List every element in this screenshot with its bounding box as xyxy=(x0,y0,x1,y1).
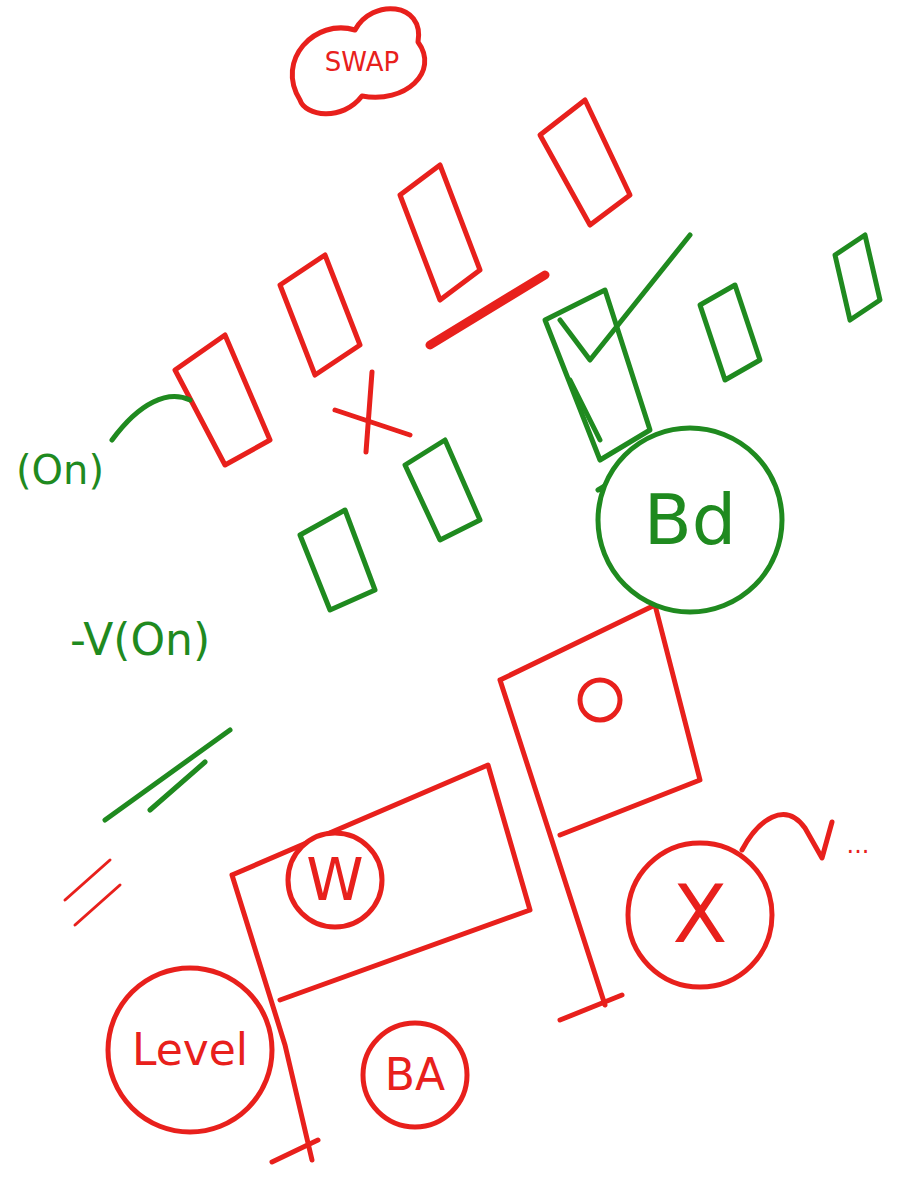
circle-node: Level xyxy=(105,965,275,1135)
note-label: SWAP xyxy=(325,49,399,75)
green-box xyxy=(700,285,760,380)
leader-curve xyxy=(112,397,190,440)
red-box xyxy=(540,100,630,225)
red-box xyxy=(280,255,360,375)
squiggle-line xyxy=(742,815,832,858)
circle-node: W xyxy=(285,830,385,930)
cloud-outline xyxy=(292,9,425,114)
circle-node: BA xyxy=(360,1020,470,1130)
green-box xyxy=(405,440,480,540)
underline-mark xyxy=(105,730,230,820)
node-text: Bd xyxy=(644,485,736,555)
note-label: ... xyxy=(847,833,870,857)
circle-node: X xyxy=(625,840,775,990)
frame-line xyxy=(232,765,530,1162)
node-text: W xyxy=(306,851,363,909)
note-label: (On) xyxy=(16,450,104,490)
small-circle xyxy=(580,680,620,720)
node-text: Level xyxy=(132,1028,248,1072)
circle-node: Bd xyxy=(595,425,785,615)
cross-mark xyxy=(335,372,410,452)
green-box xyxy=(300,510,375,610)
red-box xyxy=(400,165,480,300)
node-text: BA xyxy=(385,1053,445,1097)
hatch-mark xyxy=(65,860,120,925)
node-text: X xyxy=(673,875,728,955)
note-label: -V(On) xyxy=(70,618,210,662)
green-box xyxy=(835,235,880,320)
underline-mark xyxy=(430,275,545,345)
